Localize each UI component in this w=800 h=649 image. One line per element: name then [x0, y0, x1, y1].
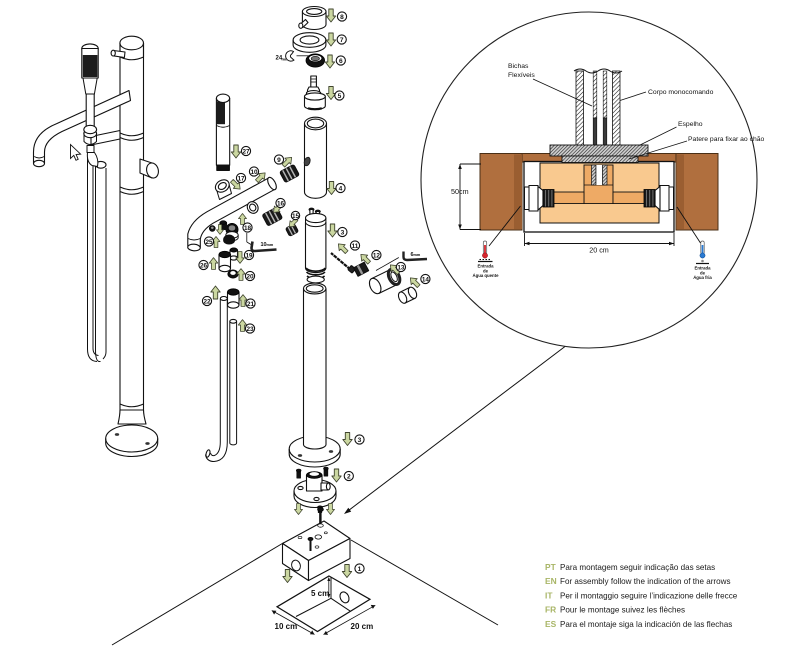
svg-text:3: 3: [341, 229, 345, 236]
svg-text:14: 14: [422, 276, 430, 283]
svg-text:Per il montaggio seguire l’ind: Per il montaggio seguire l’indicazione d…: [560, 591, 738, 600]
svg-text:20: 20: [246, 273, 254, 280]
svg-text:2: 2: [347, 473, 351, 480]
svg-text:20 cm: 20 cm: [351, 622, 374, 631]
svg-text:18: 18: [244, 225, 252, 232]
svg-text:22: 22: [203, 298, 211, 305]
svg-text:Para el montaje siga la indica: Para el montaje siga la indicación de la…: [560, 620, 732, 629]
svg-text:13: 13: [397, 264, 405, 271]
svg-text:50cm: 50cm: [451, 187, 469, 196]
svg-text:1: 1: [358, 566, 362, 573]
svg-text:24: 24: [276, 56, 283, 62]
svg-text:12: 12: [373, 252, 381, 259]
svg-text:5 cm: 5 cm: [311, 589, 329, 598]
svg-text:11: 11: [352, 243, 359, 250]
svg-text:IT: IT: [545, 590, 553, 600]
svg-text:3: 3: [358, 437, 362, 444]
svg-text:mm: mm: [267, 243, 274, 247]
svg-text:5: 5: [338, 93, 342, 100]
svg-text:26: 26: [200, 262, 208, 269]
svg-text:de: de: [700, 270, 706, 275]
svg-text:Corpo monocomando: Corpo monocomando: [648, 89, 714, 96]
svg-text:Água quente: Água quente: [472, 273, 499, 278]
svg-text:PT: PT: [545, 562, 557, 572]
svg-text:Patere para fixar ao chão: Patere para fixar ao chão: [688, 136, 765, 143]
svg-text:25: 25: [205, 239, 213, 246]
svg-text:ES: ES: [545, 619, 557, 629]
svg-text:7: 7: [340, 37, 344, 44]
svg-text:27: 27: [242, 148, 250, 155]
svg-text:23: 23: [246, 326, 254, 333]
svg-text:Entrada: Entrada: [695, 266, 712, 271]
svg-text:6: 6: [411, 252, 414, 258]
svg-text:17: 17: [237, 175, 245, 182]
svg-text:21: 21: [247, 301, 255, 308]
svg-text:9: 9: [277, 157, 281, 164]
svg-text:de: de: [483, 268, 489, 273]
svg-text:EN: EN: [545, 576, 557, 586]
svg-text:10 cm: 10 cm: [275, 622, 298, 631]
svg-text:10: 10: [261, 242, 267, 248]
svg-text:10: 10: [250, 169, 258, 176]
svg-text:Entrada: Entrada: [478, 264, 495, 269]
svg-text:mm: mm: [414, 253, 421, 257]
svg-text:Bichas: Bichas: [508, 63, 529, 70]
svg-text:mm: mm: [282, 57, 290, 62]
svg-text:20 cm: 20 cm: [589, 246, 609, 255]
svg-text:Para montagem seguir indicação: Para montagem seguir indicação das setas: [560, 563, 715, 572]
svg-text:For assembly follow the indica: For assembly follow the indication of th…: [560, 577, 731, 586]
svg-text:6: 6: [339, 58, 343, 65]
svg-text:19: 19: [245, 252, 253, 259]
svg-text:Espelho: Espelho: [678, 121, 703, 128]
svg-text:15: 15: [292, 213, 300, 220]
svg-text:Flexíveis: Flexíveis: [508, 72, 535, 79]
svg-text:4: 4: [339, 185, 343, 192]
svg-text:Pour le montage suivez les flè: Pour le montage suivez les flèches: [560, 606, 685, 615]
svg-text:16: 16: [277, 200, 285, 207]
svg-text:Água fria: Água fria: [693, 275, 712, 280]
svg-text:8: 8: [340, 14, 344, 21]
svg-text:FR: FR: [545, 605, 556, 615]
